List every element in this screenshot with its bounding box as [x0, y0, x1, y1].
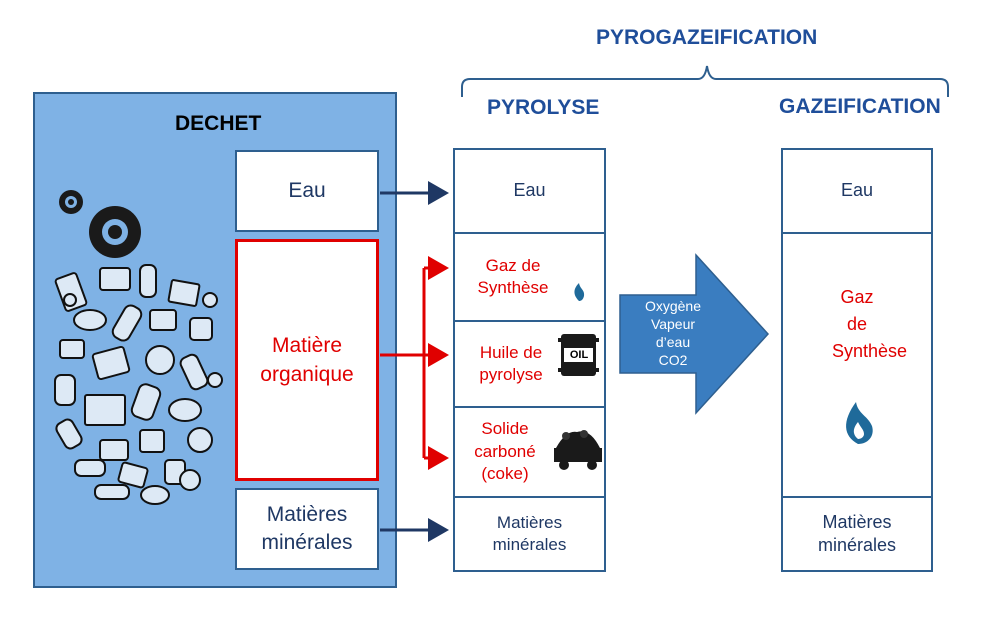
- oil-barrel-icon: [558, 334, 599, 376]
- arrow-line-1: Oxygène: [644, 298, 702, 314]
- gazeification-gaz-label: Gaz de Synthèse: [832, 287, 908, 361]
- pyrolyse-solide-label: Solide carboné (coke): [474, 418, 536, 484]
- gazeification-eau-cell: Eau: [783, 150, 931, 234]
- flame-icon: [574, 283, 585, 301]
- dechet-eau-label: Eau: [288, 179, 326, 202]
- tire-icon: [59, 190, 83, 214]
- pyrolyse-eau-cell: Eau: [455, 150, 604, 234]
- pyrolyse-eau-label: Eau: [513, 180, 546, 201]
- pyrolyse-solide-cell: Solide carboné (coke): [455, 408, 604, 498]
- pyrolyse-minerales-label: Matières minérales: [492, 512, 567, 554]
- gazeification-title: GAZEIFICATION: [779, 95, 941, 118]
- pyrolyse-gaz-cell: Gaz de Synthèse: [455, 234, 604, 322]
- pyrolyse-column: Eau Gaz de Synthèse Huile de pyrolyse So…: [453, 148, 606, 572]
- dechet-title: DECHET: [175, 112, 262, 135]
- gazeification-gaz-cell: Gaz de Synthèse: [783, 234, 931, 498]
- coal-cart-icon: [554, 430, 602, 470]
- dechet-matieres-minerales-label: Matières minérales: [261, 502, 353, 554]
- oil-barrel-label: OIL: [569, 349, 589, 361]
- arrow-line-4: CO2: [658, 352, 688, 368]
- gazeification-column: Eau Gaz de Synthèse Matières minérales: [781, 148, 933, 572]
- pyrolyse-huile-label: Huile de pyrolyse: [479, 342, 543, 384]
- arrow-line-2: Vapeur: [650, 316, 696, 332]
- gazeification-minerales-label: Matières minérales: [817, 511, 897, 555]
- gazeification-eau-label: Eau: [840, 180, 874, 201]
- pyrolyse-title: PYROLYSE: [487, 96, 600, 119]
- big-arrow-text: Oxygène Vapeur d’eau CO2: [622, 297, 724, 369]
- dechet-matieres-minerales-box: Matières minérales: [235, 488, 379, 570]
- dechet-eau-box: Eau: [235, 150, 379, 232]
- tire-icon: [89, 206, 141, 258]
- dechet-matiere-organique-box: Matière organique: [235, 239, 379, 481]
- pyrolyse-huile-cell: Huile de pyrolyse: [455, 322, 604, 408]
- arrow-line-3: d’eau: [655, 334, 691, 350]
- pyrolyse-minerales-cell: Matières minérales: [455, 498, 604, 570]
- gazeification-minerales-cell: Matières minérales: [783, 498, 931, 570]
- pyrolyse-gaz-label: Gaz de Synthèse: [477, 255, 549, 297]
- dechet-matiere-organique-label: Matière organique: [260, 333, 354, 386]
- pyrogazeification-title: PYROGAZEIFICATION: [596, 26, 818, 49]
